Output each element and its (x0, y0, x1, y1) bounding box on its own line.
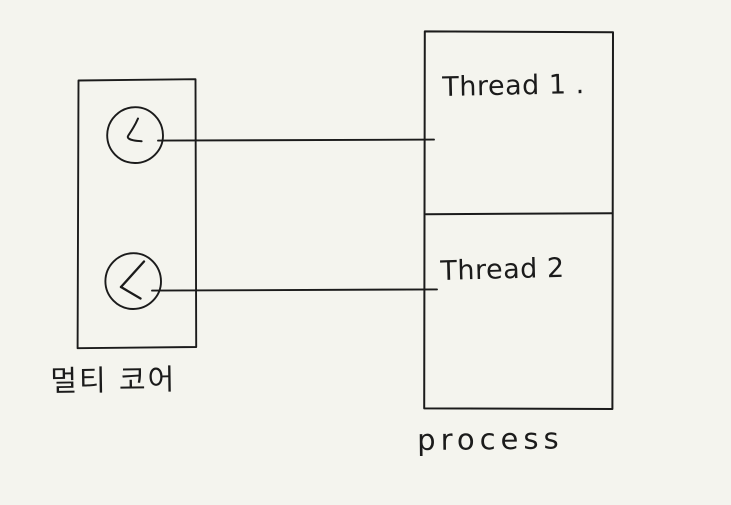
connector-core-2-to-thread-2 (151, 288, 438, 292)
core-2 (104, 252, 162, 310)
process-label: process (417, 421, 564, 457)
core-2-arrow-upper-stroke-icon (119, 260, 146, 289)
process-box-outline (423, 30, 614, 410)
core-1-arrow-left-icon (126, 117, 143, 143)
multicore-label: 멀티 코어 (50, 362, 177, 398)
connector-core-1-to-thread-1 (157, 138, 435, 142)
process-box (423, 30, 614, 410)
thread-1-label: Thread 1 . (442, 69, 585, 103)
core-2-circle (104, 252, 162, 310)
multicore-box (76, 78, 198, 350)
core-1 (106, 106, 164, 164)
thread-2-label: Thread 2 (440, 252, 565, 287)
multicore-box-outline (76, 78, 198, 350)
process-thread-divider (425, 212, 614, 216)
core-2-arrow-lower-stroke-icon (119, 285, 142, 300)
core-1-circle (106, 106, 164, 164)
